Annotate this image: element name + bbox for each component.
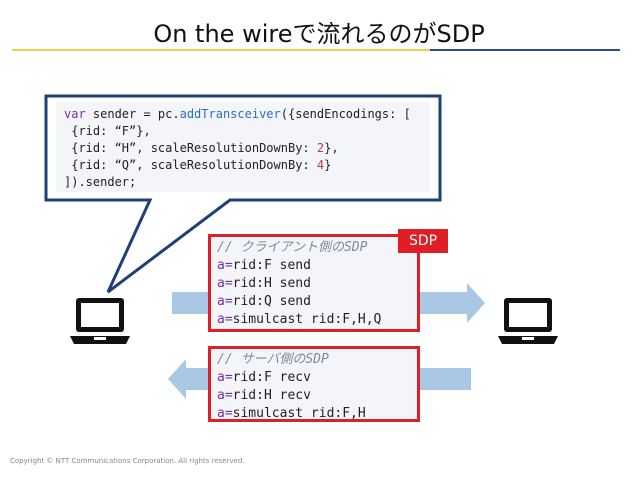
code-function: addTransceiver: [179, 107, 281, 121]
sdp-comment: // クライアント側のSDP: [217, 240, 368, 255]
client-sdp-box: // クライアント側のSDP a=rid:F send a=rid:H send…: [208, 234, 420, 332]
sdp-attr-key: a=: [217, 388, 233, 403]
code-line: {rid: “Q”, scaleResolutionDownBy:: [64, 158, 317, 172]
sdp-comment: // サーバ側のSDP: [217, 352, 329, 367]
sdp-attr-value: rid:Q send: [232, 294, 311, 309]
code-text: ({sendEncodings: [: [280, 107, 411, 121]
copyright-notice: Copyright © NTT Communications Corporati…: [10, 457, 245, 465]
sdp-badge: SDP: [398, 229, 448, 253]
title-underline-yellow: [12, 49, 432, 51]
code-block-background: [56, 102, 430, 192]
code-line: {rid: “H”, scaleResolutionDownBy:: [64, 141, 317, 155]
sdp-attr-key: a=: [217, 258, 233, 273]
laptop-icon: [498, 298, 558, 344]
sdp-attr-value: simulcast rid:F,H: [232, 406, 366, 421]
code-number: 4: [316, 158, 325, 172]
sdp-attr-value: rid:F send: [232, 258, 311, 273]
sdp-attr-key: a=: [217, 370, 233, 385]
code-text: sender = pc.: [85, 107, 180, 121]
laptop-icon: [70, 298, 130, 344]
sdp-attr-value: rid:F recv: [232, 370, 311, 385]
server-sdp-box: // サーバ側のSDP a=rid:F recv a=rid:H recv a=…: [208, 346, 420, 422]
sdp-attr-value: simulcast rid:F,H,Q: [232, 312, 382, 327]
sdp-attr-key: a=: [217, 312, 233, 327]
sdp-attr-value: rid:H recv: [232, 388, 311, 403]
arrow-right-head: [467, 283, 485, 323]
code-block: var sender = pc.addTransceiver({sendEnco…: [64, 106, 411, 191]
code-number: 2: [316, 141, 325, 155]
page-title: On the wireで流れるのがSDP: [153, 20, 485, 48]
arrow-left-head: [168, 359, 186, 399]
code-line: {rid: “F”},: [64, 124, 151, 138]
sdp-attr-key: a=: [217, 276, 233, 291]
sdp-attr-key: a=: [217, 294, 233, 309]
sdp-attr-key: a=: [217, 406, 233, 421]
code-line: ]).sender;: [64, 175, 137, 189]
title-underline-blue: [430, 49, 620, 51]
code-keyword: var: [64, 107, 86, 121]
code-text: },: [324, 141, 339, 155]
code-text: }: [324, 158, 332, 172]
sdp-attr-value: rid:H send: [232, 276, 311, 291]
